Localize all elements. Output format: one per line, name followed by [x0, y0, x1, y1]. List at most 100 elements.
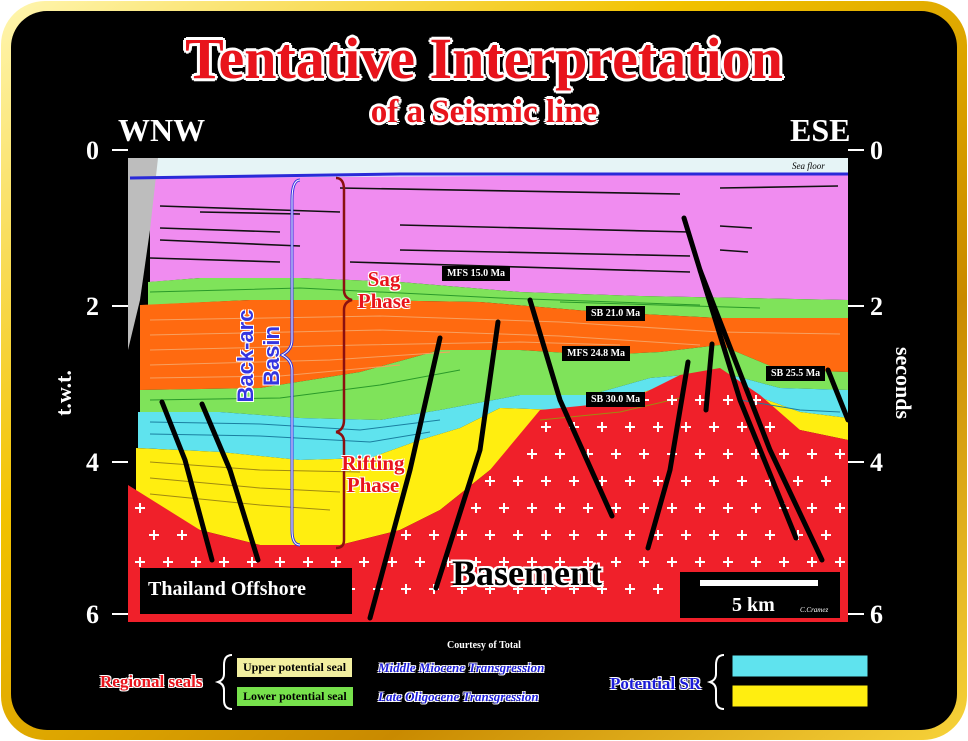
basement-cross [695, 395, 705, 405]
tick-right-0: 0 [870, 136, 883, 165]
tick-left-0: 0 [86, 136, 99, 165]
basement-cross [821, 476, 831, 486]
basement-cross [471, 503, 481, 513]
left-edge-shading [128, 158, 158, 350]
basement-cross [331, 557, 341, 567]
page-title: Tentative Interpretation [185, 26, 783, 91]
basement-cross [583, 503, 593, 513]
basement-cross [163, 557, 173, 567]
lower-seal-box: Lower potential seal [236, 686, 354, 707]
scale-box [680, 572, 840, 618]
rifting-phase-label: Rifting Phase [330, 452, 416, 496]
basement-cross [541, 584, 551, 594]
basement-cross [149, 530, 159, 540]
scale-bar [700, 580, 818, 586]
basement-cross [499, 503, 509, 513]
basement-cross [667, 557, 677, 567]
basement-cross [415, 557, 425, 567]
basement-cross [695, 557, 705, 567]
basement-cross [653, 476, 663, 486]
basement-cross [275, 557, 285, 567]
basement-cross [779, 557, 789, 567]
pink-reflectors [149, 185, 839, 273]
sag-phase-line-1: Sag [367, 267, 401, 291]
basement-cross [653, 422, 663, 432]
upper-seal-desc: Middle Miocene Transgression [378, 660, 545, 675]
basement-cross [219, 557, 229, 567]
tick-right-2: 2 [870, 292, 883, 321]
label-sb-30: SB 30.0 Ma [586, 392, 646, 407]
basement-cross [625, 422, 635, 432]
sea-floor-line [129, 172, 848, 180]
basement-cross [611, 503, 621, 513]
basement-label: Basement [452, 553, 602, 593]
tick-left-6: 6 [86, 600, 99, 629]
basement-cross [681, 530, 691, 540]
basement-cross [835, 503, 845, 513]
cyan-layer [138, 372, 848, 460]
author-label: C.Cramez [800, 606, 829, 614]
basement-cross [807, 557, 817, 567]
basement-cross [835, 557, 845, 567]
basement-cross [625, 476, 635, 486]
faults [159, 215, 848, 621]
sag-phase-bracket [335, 176, 353, 434]
basement-cross [569, 530, 579, 540]
basement-cross [737, 422, 747, 432]
page-subtitle: of a Seismic line [370, 94, 598, 130]
tick-left-2: 2 [86, 292, 99, 321]
basement-cross [555, 503, 565, 513]
upper-seal-box: Upper potential seal [236, 657, 354, 678]
basement-cross [597, 530, 607, 540]
basement-cross [653, 530, 663, 540]
label-mfs-248: MFS 24.8 Ma [562, 346, 631, 361]
basement-cross [681, 422, 691, 432]
basement-cross [821, 530, 831, 540]
rifting-phase-line-1: Rifting [341, 451, 405, 475]
basement-cross [401, 584, 411, 594]
basement-cross [807, 503, 817, 513]
basement-cross [541, 422, 551, 432]
lower-seal-desc: Late Oligocene Transgression [378, 689, 539, 704]
basement-cross [527, 557, 537, 567]
basement-cross [723, 395, 733, 405]
basement-cross [457, 530, 467, 540]
label-sb-21: SB 21.0 Ma [586, 306, 646, 321]
left-ticks [112, 149, 128, 615]
basement-cross [513, 584, 523, 594]
location-label: Thailand Offshore [148, 578, 306, 600]
basement-cross [471, 557, 481, 567]
potential-sr-label: Potential SR [610, 674, 702, 693]
basement-cross [541, 476, 551, 486]
basement-cross [527, 503, 537, 513]
courtesy-label: Courtesy of Total [447, 640, 521, 651]
basement-cross [667, 503, 677, 513]
lower-green-layer [140, 345, 848, 420]
basement-cross [583, 557, 593, 567]
tick-right-4: 4 [870, 448, 883, 477]
rifting-phase-bracket [335, 430, 346, 550]
basement-cross [723, 449, 733, 459]
basement-cross [513, 530, 523, 540]
regional-seals-bracket [214, 654, 233, 710]
basement-cross [429, 530, 439, 540]
basement-cross [793, 476, 803, 486]
basement-cross [625, 584, 635, 594]
basement-cross [695, 449, 705, 459]
sr-yellow-swatch [731, 684, 869, 708]
sag-phase-line-2: Phase [357, 289, 411, 313]
basement-cross [485, 584, 495, 594]
basement-cross [569, 476, 579, 486]
basement-cross [597, 584, 607, 594]
basement-cross [191, 557, 201, 567]
basement-cross [597, 422, 607, 432]
location-box [140, 568, 352, 614]
basement-cross [485, 530, 495, 540]
basement-cross [709, 530, 719, 540]
basement-cross [667, 395, 677, 405]
scale-label: 5 km [732, 594, 775, 616]
basement-cross [723, 557, 733, 567]
tick-left-4: 4 [86, 448, 99, 477]
basement-cross [527, 449, 537, 459]
basement-cross [569, 584, 579, 594]
